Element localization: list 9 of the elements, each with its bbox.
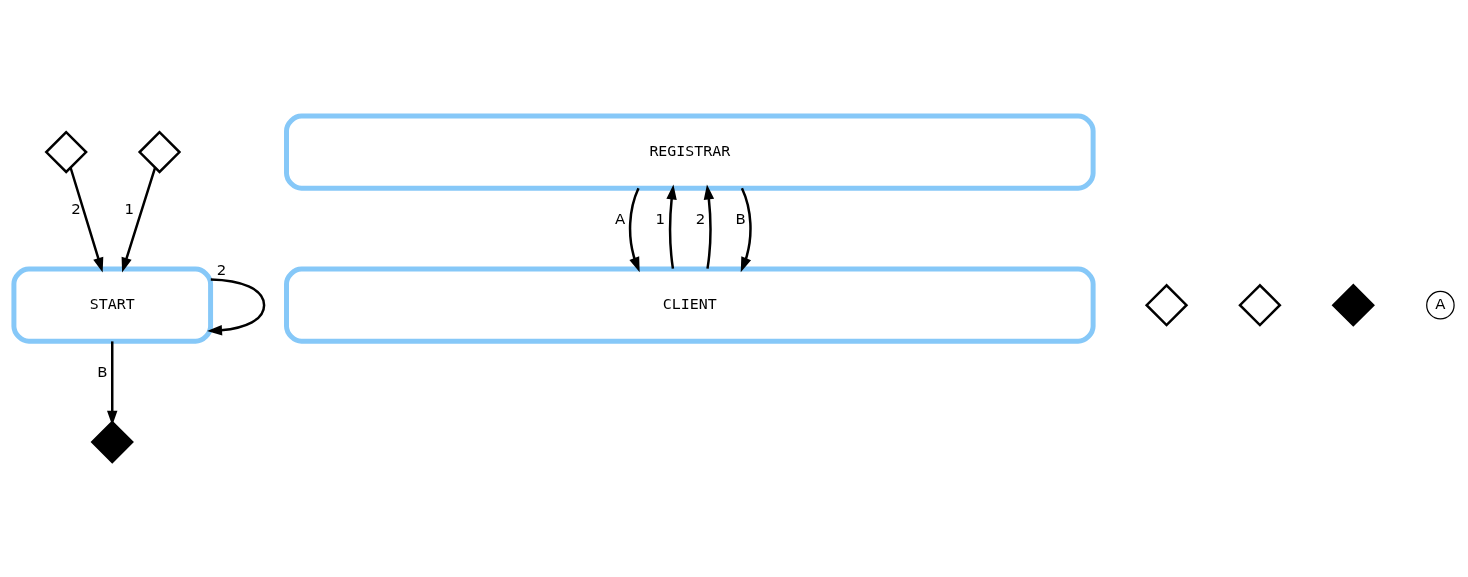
edge-label: A [615,209,626,228]
edge-label: 1 [655,209,665,228]
edge-label: B [97,362,108,381]
label: A [1435,294,1446,313]
edge-label: 2 [695,209,706,228]
edge-label: 2 [216,260,227,279]
edge-label: 1 [124,199,134,218]
edge-label: 2 [71,199,81,218]
edge-label: B [735,209,746,228]
